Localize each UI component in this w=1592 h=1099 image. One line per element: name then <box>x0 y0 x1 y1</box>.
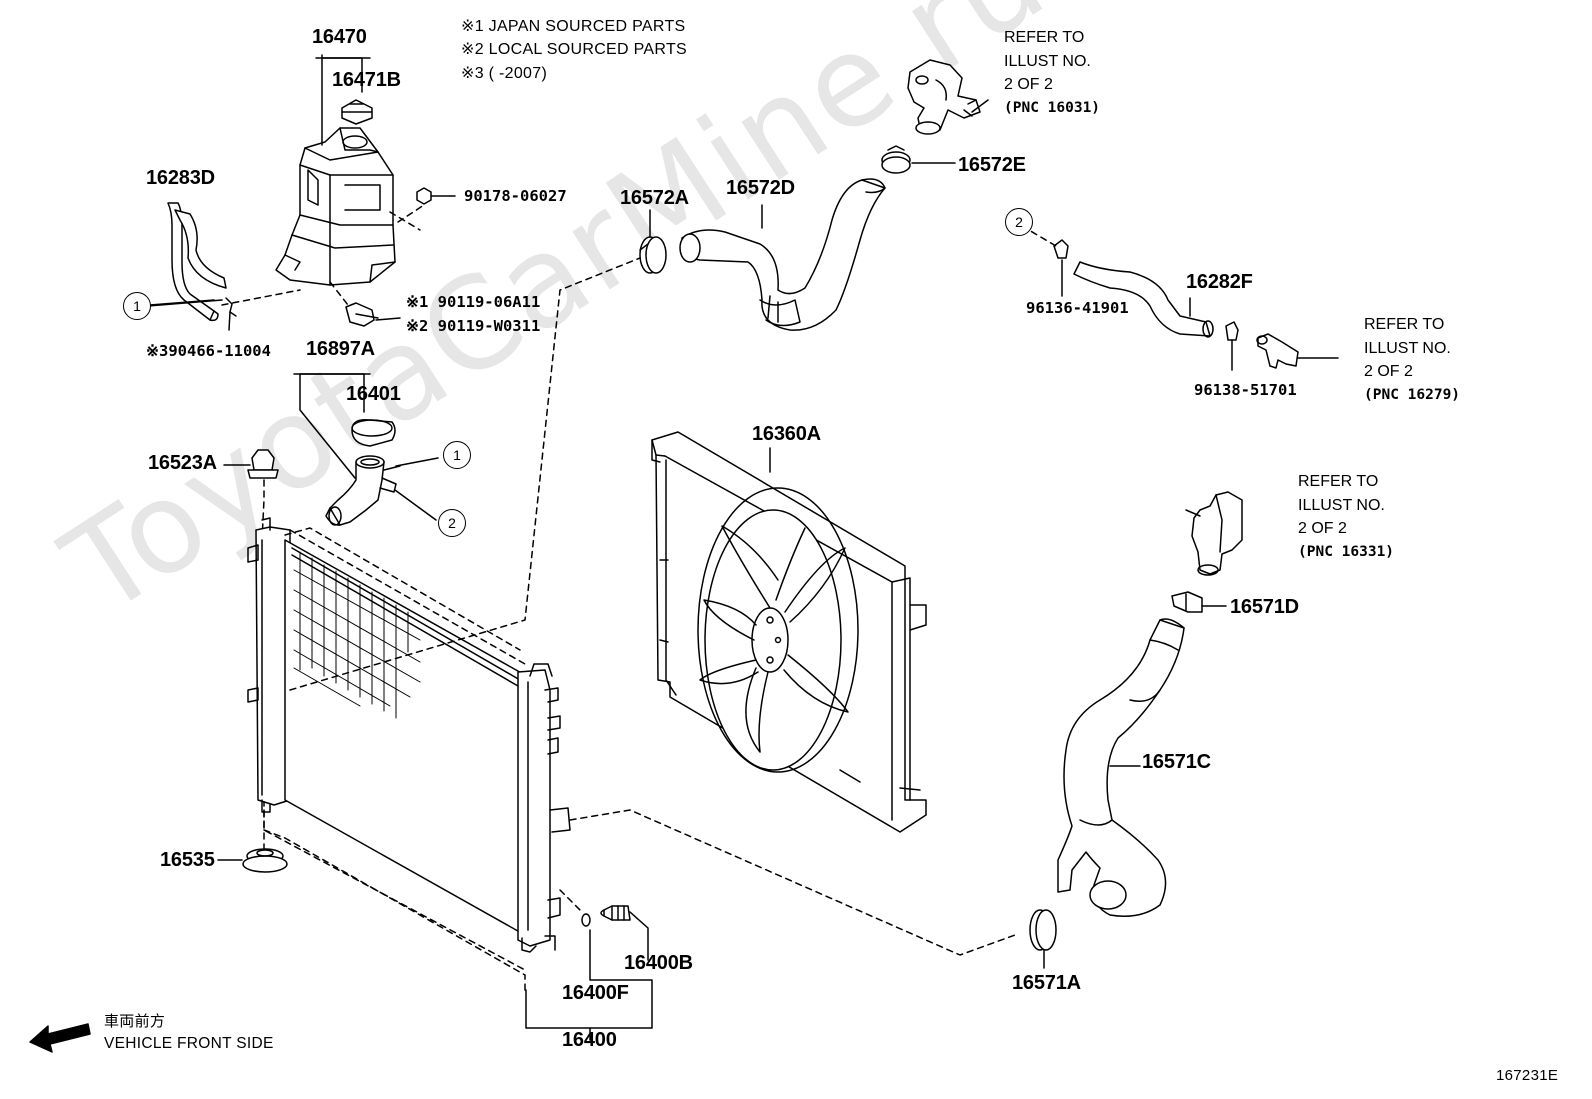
water-outlet-16031 <box>907 59 981 135</box>
label-96138-51701[interactable]: 96138-51701 <box>1194 381 1297 399</box>
refer-line: REFER TO <box>1004 29 1085 46</box>
label-16282F[interactable]: 16282F <box>1186 271 1253 293</box>
refer-line: ILLUST NO. <box>1004 52 1091 70</box>
hose-joint-16571D <box>1171 591 1203 613</box>
label-16571C[interactable]: 16571C <box>1142 751 1211 773</box>
refer-line: 2 OF 2 <box>1298 520 1347 537</box>
refer-line: 2 OF 2 <box>1364 363 1413 380</box>
note-local: ※2 LOCAL SOURCED PARTS <box>461 41 687 58</box>
label-16283D[interactable]: 16283D <box>146 167 215 189</box>
upper-radiator-hose <box>679 178 886 331</box>
label-16897A[interactable]: 16897A <box>306 338 375 360</box>
refer-line: 2 OF 2 <box>1004 76 1053 93</box>
front-side-en: VEHICLE FRONT SIDE <box>104 1035 274 1052</box>
note-japan: ※1 JAPAN SOURCED PARTS <box>461 18 686 35</box>
refer-pnc[interactable]: (PNC 16279) <box>1364 386 1461 403</box>
diagram-id: 167231E <box>1496 1067 1559 1084</box>
refer-line: ILLUST NO. <box>1298 496 1385 514</box>
label-16535[interactable]: 16535 <box>160 849 215 871</box>
refer-pnc[interactable]: (PNC 16031) <box>1004 99 1101 116</box>
lower-mount-cushion <box>242 848 288 873</box>
label-16571A[interactable]: 16571A <box>1012 972 1081 994</box>
outlet-pipe-16279 <box>1256 333 1299 369</box>
label-16400B[interactable]: 16400B <box>624 952 693 974</box>
label-16523A[interactable]: 16523A <box>148 452 217 474</box>
reservoir-cap <box>341 99 373 125</box>
label-16360A[interactable]: 16360A <box>752 423 821 445</box>
radiator <box>247 517 571 953</box>
front-side-jp: 車両前方 <box>104 1013 166 1030</box>
refer-line: ILLUST NO. <box>1364 339 1451 357</box>
reservoir-tank <box>275 127 396 286</box>
refer-note-16331: REFER TO ILLUST NO. 2 OF 2 (PNC 16331) <box>1298 470 1394 564</box>
label-16470[interactable]: 16470 <box>312 26 367 48</box>
circle-marker-1: 1 <box>123 292 151 320</box>
refer-line: REFER TO <box>1364 316 1445 333</box>
label-90466-11004[interactable]: ※390466-11004 <box>146 342 271 360</box>
label-16572E[interactable]: 16572E <box>958 154 1026 176</box>
fan-shroud <box>651 431 927 833</box>
front-arrow <box>29 1023 91 1053</box>
label-16572D[interactable]: 16572D <box>726 177 795 199</box>
label-16571D[interactable]: 16571D <box>1230 596 1299 618</box>
upper-hose-clamp-16572A <box>639 236 667 274</box>
label-16471B[interactable]: 16471B <box>332 69 401 91</box>
circle-marker-2: 2 <box>1005 208 1033 236</box>
refer-note-16279: REFER TO ILLUST NO. 2 OF 2 (PNC 16279) <box>1364 313 1460 407</box>
label-16401[interactable]: 16401 <box>346 383 401 405</box>
clamp-96136 <box>1053 239 1069 259</box>
lower-radiator-hose <box>1057 618 1185 917</box>
label-90119-06A11[interactable]: ※1 90119-06A11 <box>406 293 541 311</box>
refer-line: REFER TO <box>1298 473 1379 490</box>
circle-marker-1: 1 <box>443 441 471 469</box>
bypass-hose-16282F <box>1073 261 1214 338</box>
o-ring <box>581 913 591 927</box>
refer-note-16031: REFER TO ILLUST NO. 2 OF 2 (PNC 16031) <box>1004 26 1100 120</box>
upper-mount-cushion <box>247 449 279 479</box>
lower-hose-clamp-16571A <box>1029 909 1057 951</box>
label-16400[interactable]: 16400 <box>562 1029 617 1051</box>
refer-pnc[interactable]: (PNC 16331) <box>1298 543 1395 560</box>
label-90119-W0311[interactable]: ※2 90119-W0311 <box>406 317 541 335</box>
thermostat-housing-16331 <box>1185 491 1243 576</box>
label-16400F[interactable]: 16400F <box>562 982 629 1004</box>
clamp-96138 <box>1225 321 1239 341</box>
label-16572A[interactable]: 16572A <box>620 187 689 209</box>
hose-16283D <box>167 202 227 322</box>
label-90178-06027[interactable]: 90178-06027 <box>464 187 567 205</box>
circle-marker-2: 2 <box>438 509 466 537</box>
filler-neck <box>325 418 401 526</box>
upper-hose-clamp-16572E <box>881 145 911 174</box>
label-96136-41901[interactable]: 96136-41901 <box>1026 299 1129 317</box>
drain-cock <box>600 905 631 921</box>
note-date: ※3 ( -2007) <box>461 65 548 82</box>
